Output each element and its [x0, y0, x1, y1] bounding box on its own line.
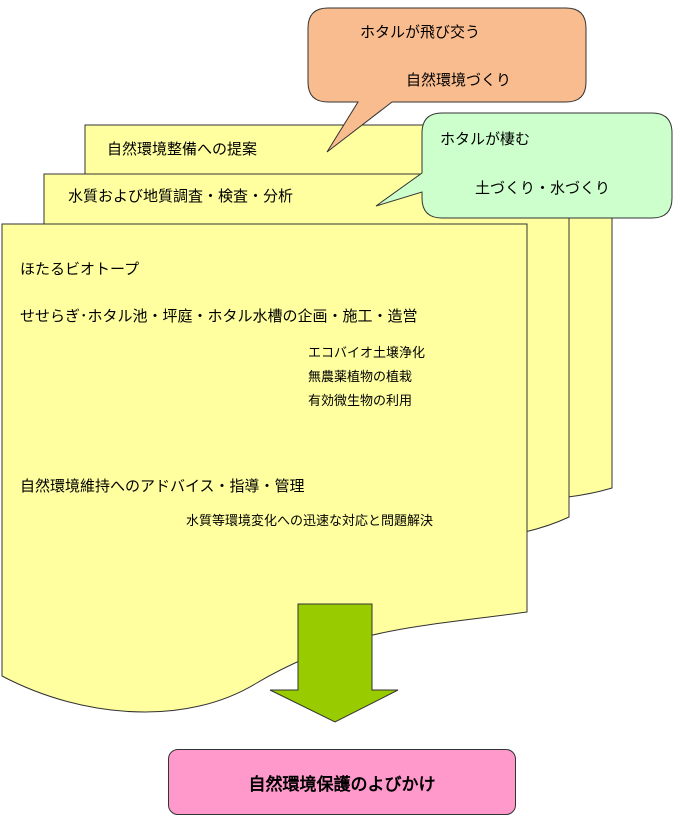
front-card-heading: ほたるビオトープ [20, 260, 140, 278]
green-speech-bubble [375, 112, 673, 219]
orange-speech-bubble [307, 7, 587, 153]
front-card-service2-detail: 水質等環境変化への迅速な対応と問題解決 [186, 514, 434, 529]
card-front [1, 223, 528, 713]
front-card-detail-1: エコバイオ土壌浄化 [308, 346, 426, 361]
card-back-title: 自然環境整備への提案 [107, 140, 258, 158]
front-card-service1: せせらぎ･ホタル池・坪庭・ホタル水槽の企画・施工・造営 [20, 307, 418, 325]
front-card-detail-3: 有効微生物の利用 [308, 394, 413, 409]
card-middle-title: 水質および地質調査・検査・分析 [68, 187, 294, 205]
down-arrow-icon [269, 603, 399, 723]
green-bubble-line1: ホタルが棲む [440, 130, 531, 148]
front-card-detail-2: 無農薬植物の植栽 [308, 370, 413, 385]
front-card-service2: 自然環境維持へのアドバイス・指導・管理 [20, 477, 305, 495]
orange-bubble-line1: ホタルが飛び交う [360, 23, 481, 41]
conclusion-label: 自然環境保護のよびかけ [248, 774, 436, 795]
conclusion-box: 自然環境保護のよびかけ [168, 749, 516, 815]
orange-bubble-line2: 自然環境づくり [406, 71, 512, 89]
green-bubble-line2: 土づくり・水づくり [475, 179, 611, 197]
